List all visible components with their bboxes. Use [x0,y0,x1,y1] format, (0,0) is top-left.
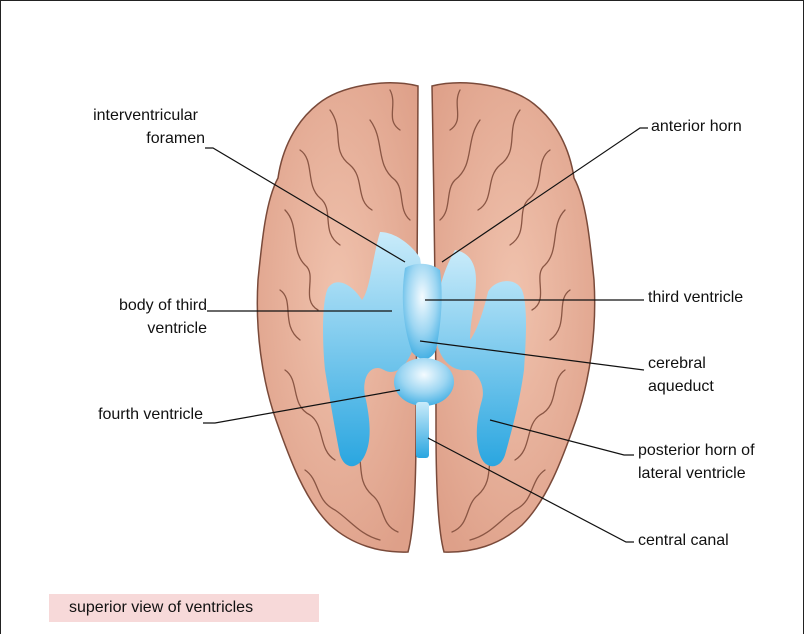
central-canal-shape [416,402,429,458]
label-body-third-line1: body of third [119,296,207,316]
label-interventricular: interventricular [93,106,198,126]
label-posterior-horn-line1: posterior horn of [638,441,755,461]
label-third-ventricle: third ventricle [648,288,743,308]
caption: superior view of ventricles [69,598,253,618]
fourth-ventricle [394,358,454,406]
label-central-canal: central canal [638,531,729,551]
label-aqueduct: aqueduct [648,377,714,397]
label-posterior-horn-line2: lateral ventricle [638,464,746,484]
label-cerebral: cerebral [648,354,706,374]
label-body-third-line2: ventricle [147,319,207,339]
label-fourth-ventricle: fourth ventricle [98,405,203,425]
label-foramen: foramen [146,129,205,149]
label-anterior-horn: anterior horn [651,117,742,137]
